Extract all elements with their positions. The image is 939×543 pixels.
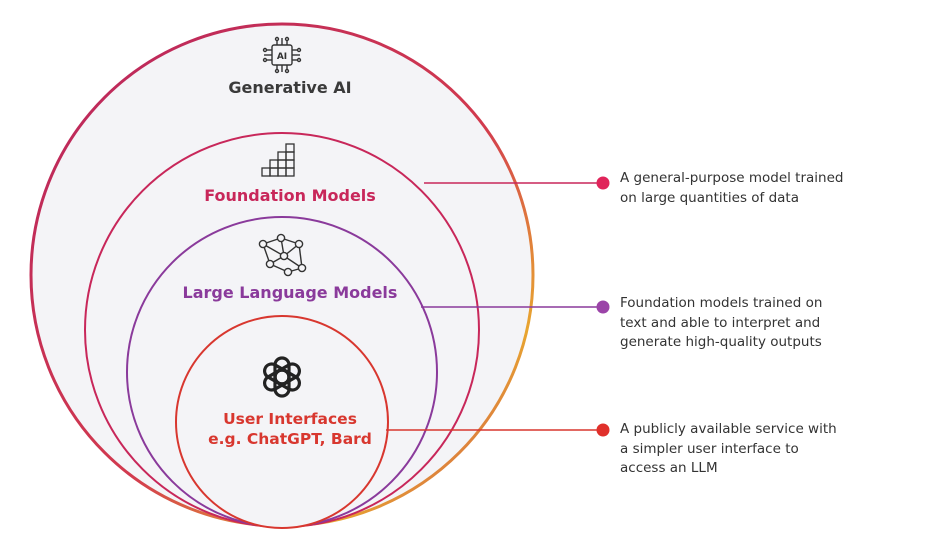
ai-chip-icon <box>262 36 302 74</box>
ai-chip-icon-text: AI <box>277 52 287 62</box>
description-line: a simpler user interface to <box>620 440 799 457</box>
openai-logo-icon <box>263 356 301 398</box>
description-line: A publicly available service with <box>620 421 837 437</box>
connector-dot-foundation <box>596 176 610 190</box>
generative-ai-title: Generative AI <box>228 78 352 97</box>
user-interfaces-title-line2: e.g. ChatGPT, Bard <box>208 430 372 448</box>
foundation-models-title: Foundation Models <box>204 186 376 205</box>
description-line: A general-purpose model trained <box>620 170 844 186</box>
description-line: access an LLM <box>620 460 718 476</box>
description-foundation: A general-purpose model trained on large… <box>620 169 920 208</box>
user-interfaces-title-line1: User Interfaces <box>223 410 357 428</box>
bar-stack-icon <box>261 143 295 177</box>
connector-dot-ui <box>596 423 610 437</box>
connector-foundation <box>424 176 610 190</box>
description-line: generate high-quality outputs <box>620 334 822 350</box>
description-line: Foundation models trained on <box>620 295 823 311</box>
connector-ui <box>386 423 610 437</box>
user-interfaces-circle <box>175 315 389 529</box>
description-line: on large quantities of data <box>620 189 799 206</box>
network-graph-icon <box>258 233 307 277</box>
description-llm: Foundation models trained on text and ab… <box>620 294 920 353</box>
description-line: text and able to interpret and <box>620 314 821 331</box>
description-ui: A publicly available service with a simp… <box>620 420 920 479</box>
user-interfaces-title: User Interfaces e.g. ChatGPT, Bard <box>180 409 400 449</box>
connector-dot-llm <box>596 300 610 314</box>
connector-llm <box>421 300 610 314</box>
llm-title: Large Language Models <box>182 283 398 302</box>
